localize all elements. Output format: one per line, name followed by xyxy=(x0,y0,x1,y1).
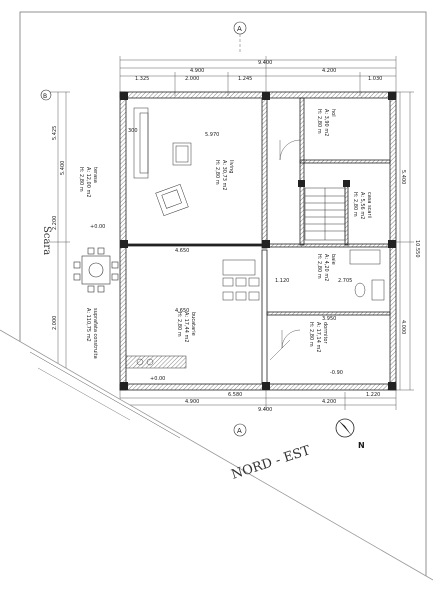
structural-columns xyxy=(120,92,396,390)
room-labels: living A: 30,73 m2 H: 2,80 m bucatarie A… xyxy=(78,109,372,359)
room-hall-area: A: 3,90 m2 xyxy=(323,109,329,136)
dim-top-left: 4.900 xyxy=(190,68,204,74)
dim-right-a: 2.705 xyxy=(338,278,352,284)
room-living-name: living xyxy=(228,160,234,173)
room-kitchen-area: A: 17,44 m2 xyxy=(183,312,189,343)
room-stair-name: casa scarii xyxy=(366,192,372,218)
dim-bottom-detail-2: 1.220 xyxy=(366,392,380,398)
room-hall-name: hol xyxy=(330,109,336,117)
bathroom-fixtures xyxy=(349,249,385,301)
room-built-area-name: suprafata construita xyxy=(92,308,98,359)
staircase xyxy=(304,187,346,241)
dim-center: 1.120 xyxy=(275,278,289,284)
axis-label-left: B xyxy=(43,93,47,100)
terrace-furniture xyxy=(73,247,119,293)
dim-living-width: 5.970 xyxy=(205,132,219,138)
room-hall-height: H: 2,80 m xyxy=(316,109,322,134)
room-bath-area: A: 4,20 m2 xyxy=(323,254,329,281)
room-living-area: A: 30,73 m2 xyxy=(221,160,227,191)
dim-bottom-detail-1: 6.580 xyxy=(228,392,242,398)
side-dimension-lines xyxy=(50,91,414,391)
north-label: N xyxy=(358,441,365,450)
dimension-texts: 9.400 4.900 4.200 1.325 2.000 1.245 1.03… xyxy=(52,60,420,413)
dim-right-vertical: 10.550 xyxy=(414,240,420,258)
level-label-2: -0.90 xyxy=(330,370,343,376)
room-bedroom-height: H: 2,80 m xyxy=(308,322,314,347)
room-bath-height: H: 2,80 m xyxy=(316,254,322,279)
dim-mid-left: 4.650 xyxy=(175,248,189,254)
dim-right-sub-bottom: 4.000 xyxy=(400,320,406,334)
dim-bottom-total: 9.400 xyxy=(258,407,272,413)
axis-marker-left xyxy=(40,89,52,101)
axis-label-top: A xyxy=(237,25,242,33)
axis-marker-bottom xyxy=(233,423,247,437)
dim-left-1: 5.425 xyxy=(52,126,58,140)
level-label-1: +0.00 xyxy=(150,376,165,382)
room-stair-height: H: 2,80 m xyxy=(352,192,358,217)
dim-left-4: 2.000 xyxy=(52,316,58,330)
kitchen-furniture xyxy=(125,259,260,369)
dim-top-total: 9.400 xyxy=(258,60,272,66)
room-terrace-height: H: 2,80 m xyxy=(78,167,84,192)
dim-left-2: 2.200 xyxy=(52,216,58,230)
dim-right-sub-top: 5.400 xyxy=(400,170,406,184)
level-label-3: +0.00 xyxy=(90,224,105,230)
dim-left-3: 5.400 xyxy=(60,161,66,175)
room-terrace-area: A: 12,00 m2 xyxy=(85,167,91,198)
dim-wall-thickness: 300 xyxy=(128,128,138,134)
level-labels: +0.00 -0.90 +0.00 xyxy=(90,224,343,382)
room-kitchen-name: bucatarie xyxy=(190,312,196,336)
dim-bottom-right: 4.200 xyxy=(322,399,336,405)
dim-top-detail-3: 1.245 xyxy=(238,76,252,82)
room-living-height: H: 2,80 m xyxy=(214,160,220,185)
room-bedroom-area: A: 17,14 m2 xyxy=(315,322,321,353)
doors xyxy=(269,139,301,361)
room-bedroom-name: dormitor xyxy=(322,322,328,344)
bottom-dimension-lines xyxy=(119,388,397,410)
handwritten-sketch-note: Scara xyxy=(41,226,52,255)
living-furniture xyxy=(133,107,192,217)
room-bath-name: baie xyxy=(330,254,336,265)
north-arrow-icon xyxy=(335,418,355,438)
page-fold-overlay xyxy=(0,329,433,600)
room-kitchen-height: H: 2,80 m xyxy=(176,312,182,337)
axis-labels: A A B xyxy=(43,25,242,435)
dim-right-b: 3.950 xyxy=(322,316,336,322)
dim-bottom-left: 4.900 xyxy=(185,399,199,405)
dim-top-detail-2: 2.000 xyxy=(185,76,199,82)
room-terrace-name: terasa xyxy=(92,167,98,183)
dim-top-detail-4: 1.030 xyxy=(368,76,382,82)
dim-top-right: 4.200 xyxy=(322,68,336,74)
dim-mid-left-2: 4.650 xyxy=(175,308,189,314)
room-stair-area: A: 5,56 m2 xyxy=(359,192,365,219)
axis-label-bottom: A xyxy=(237,427,242,435)
axis-marker-top xyxy=(233,21,247,52)
room-built-area-value: A: 110,75 m2 xyxy=(85,308,91,342)
dim-top-detail-1: 1.325 xyxy=(135,76,149,82)
